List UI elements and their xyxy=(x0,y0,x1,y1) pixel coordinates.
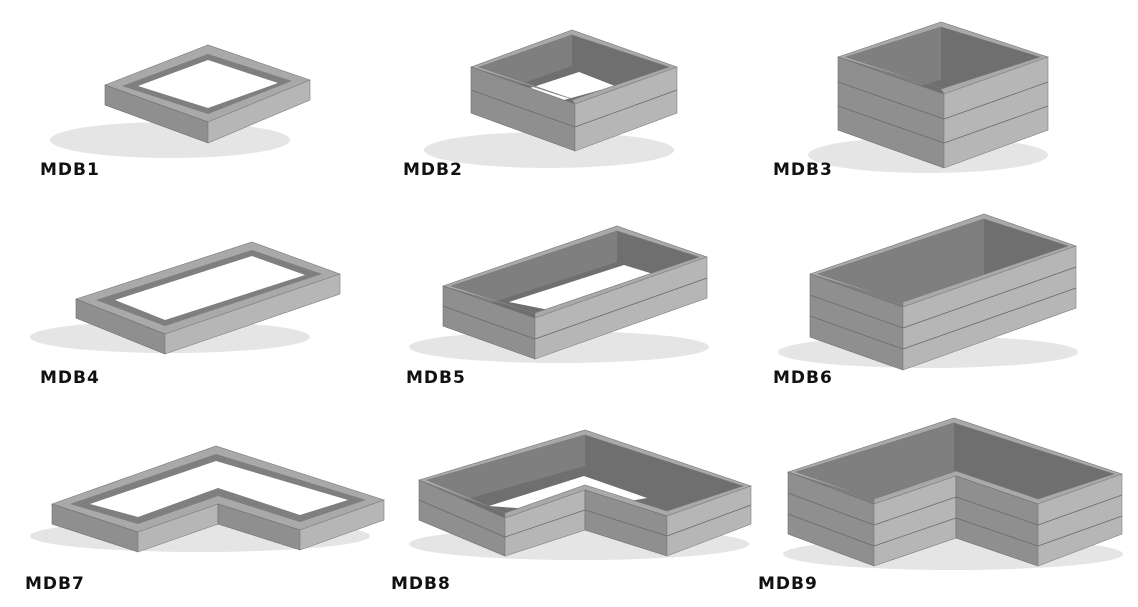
raised-bed-mdb8-illustration xyxy=(409,429,752,560)
raised-bed-mdb7-illustration xyxy=(30,445,385,553)
raised-bed-mdb3-illustration xyxy=(808,21,1049,173)
bed-tile-mdb3: MDB3 xyxy=(758,0,1137,202)
raised-bed-mdb1-illustration xyxy=(50,44,311,158)
bed-tile-mdb5: MDB5 xyxy=(379,202,758,404)
bed-label: MDB2 xyxy=(403,160,463,180)
bed-tile-mdb8: MDB8 xyxy=(379,404,758,606)
bed-label: MDB1 xyxy=(40,160,100,180)
bed-tile-mdb2: MDB2 xyxy=(379,0,758,202)
bed-tile-mdb1: MDB1 xyxy=(0,0,379,202)
bed-tile-mdb6: MDB6 xyxy=(758,202,1137,404)
bed-label: MDB9 xyxy=(758,574,818,594)
raised-bed-mdb9-illustration xyxy=(783,417,1123,570)
raised-bed-mdb4-illustration xyxy=(30,241,341,355)
bed-label: MDB7 xyxy=(25,574,85,594)
bed-tile-mdb9: MDB9 xyxy=(758,404,1137,606)
bed-tile-mdb7: MDB7 xyxy=(0,404,385,606)
bed-tile-mdb4: MDB4 xyxy=(0,202,379,404)
raised-bed-mdb6-illustration xyxy=(778,213,1078,371)
bed-label: MDB3 xyxy=(773,160,833,180)
bed-label: MDB6 xyxy=(773,368,833,388)
bed-label: MDB4 xyxy=(40,368,100,388)
bed-label: MDB5 xyxy=(406,368,466,388)
raised-bed-mdb5-illustration xyxy=(409,225,709,363)
raised-bed-mdb2-illustration xyxy=(424,29,678,168)
bed-label: MDB8 xyxy=(391,574,451,594)
